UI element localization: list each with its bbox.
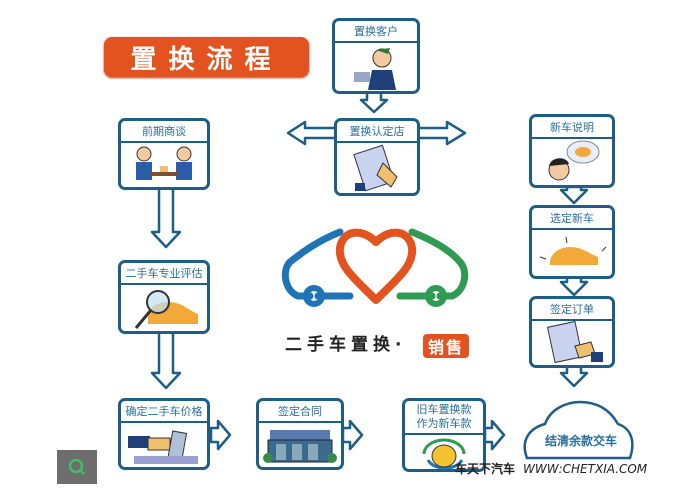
logo-wheel-right: [425, 285, 447, 307]
arrow-store-left: [286, 120, 338, 146]
step-select-new-car-label: 选定新车: [532, 208, 612, 230]
arrow-payment-to-settle: [483, 419, 506, 451]
watermark: 车天下汽车 WWW:CHETXIA.COM: [455, 460, 647, 477]
step-new-car-intro: 新车说明: [529, 114, 615, 188]
logo-badge: 销售: [423, 334, 469, 358]
step-payment: 旧车置换款 作为新车款: [402, 398, 486, 472]
logo-wheel-left: [303, 285, 325, 307]
watermark-cn: 车天下汽车: [455, 462, 516, 476]
step-negotiation-label: 前期商谈: [121, 121, 207, 143]
arrow-contract-to-payment: [341, 419, 364, 451]
money-bag-illustration: [405, 435, 483, 470]
arrow-evaluation-to-price: [150, 330, 182, 390]
step-price-label: 确定二手车价格: [121, 401, 207, 423]
price-illustration: [121, 423, 207, 467]
step-contract: 签定合同: [256, 398, 344, 470]
title-badge: 置换流程: [104, 37, 309, 77]
logo-text: 二手车置换·: [285, 335, 407, 355]
dealership-illustration: [259, 423, 341, 467]
step-customer-label: 置换客户: [335, 21, 417, 43]
arrow-customer-to-store: [359, 90, 389, 114]
step-settle-delivery-label: 结清余款交车: [544, 434, 617, 448]
step-contract-label: 签定合同: [259, 401, 341, 423]
watermark-url: WWW:CHETXIA.COM: [523, 462, 648, 476]
step-sign-order: 签定订单: [529, 296, 615, 368]
customer-illustration: [335, 43, 417, 91]
arrow-store-right: [414, 120, 467, 146]
step-price: 确定二手车价格: [118, 398, 210, 470]
arrow-select-to-order: [559, 275, 589, 297]
arrow-price-to-contract: [209, 419, 232, 451]
signing-illustration: [532, 320, 612, 365]
arrow-negotiation-to-evaluation: [150, 186, 182, 249]
car-outline: [523, 400, 634, 460]
step-evaluation: 二手车专业评估: [118, 260, 210, 334]
arrow-order-to-settle: [559, 363, 589, 388]
step-new-car-intro-label: 新车说明: [532, 117, 612, 139]
step-payment-line1: 旧车置换款: [416, 403, 472, 416]
step-store: 置换认定店: [334, 118, 420, 196]
step-customer: 置换客户: [332, 18, 420, 94]
negotiation-illustration: [121, 143, 207, 187]
logo-heart: [335, 228, 417, 304]
step-payment-line2: 作为新车款: [416, 417, 472, 430]
step-evaluation-label: 二手车专业评估: [121, 263, 207, 285]
arrow-intro-to-select: [559, 185, 589, 205]
step-negotiation: 前期商谈: [118, 118, 210, 190]
document-illustration: [337, 143, 417, 193]
step-sign-order-label: 签定订单: [532, 299, 612, 321]
step-store-label: 置换认定店: [337, 121, 417, 143]
step-select-new-car: 选定新车: [529, 205, 615, 279]
evaluation-illustration: [121, 285, 207, 331]
search-button[interactable]: [57, 450, 97, 484]
new-car-illustration: [532, 230, 612, 276]
step-payment-label: 旧车置换款 作为新车款: [405, 401, 483, 435]
search-icon: [68, 458, 85, 475]
thinking-illustration: [532, 139, 612, 185]
